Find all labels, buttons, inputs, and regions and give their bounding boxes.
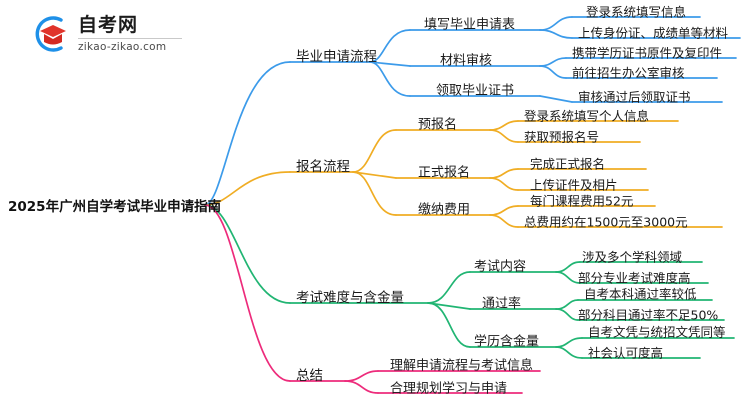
branch-node-0[interactable]: 毕业申请流程 bbox=[296, 49, 377, 65]
leaf-node-1-1-0[interactable]: 完成正式报名 bbox=[530, 156, 606, 172]
sub-node-0-2[interactable]: 领取毕业证书 bbox=[436, 83, 515, 99]
leaf-node-0-1-1[interactable]: 前往招生办公室审核 bbox=[572, 65, 685, 81]
leaf-node-2-2-1[interactable]: 社会认可度高 bbox=[588, 345, 664, 361]
sub-node-2-2[interactable]: 学历含金量 bbox=[474, 334, 540, 350]
sub-node-1-1[interactable]: 正式报名 bbox=[418, 165, 471, 181]
branch-node-2[interactable]: 考试难度与含金量 bbox=[296, 290, 404, 306]
root-node[interactable]: 2025年广州自学考试毕业申请指南 bbox=[8, 199, 222, 215]
site-logo: 自考网 zikao-zikao.com bbox=[28, 12, 182, 56]
leaf-node-0-0-0[interactable]: 登录系统填写信息 bbox=[586, 4, 687, 20]
leaf-node-1-0-1[interactable]: 获取预报名号 bbox=[524, 129, 600, 145]
leaf-node-2-1-0[interactable]: 自考本科通过率较低 bbox=[584, 286, 697, 302]
leaf-node-2-2-0[interactable]: 自考文凭与统招文凭同等 bbox=[588, 324, 726, 340]
leaf-node-0-2-0[interactable]: 审核通过后领取证书 bbox=[578, 89, 691, 105]
leaf-node-1-2-1[interactable]: 总费用约在1500元至3000元 bbox=[524, 214, 688, 230]
leaf-node-0-0-1[interactable]: 上传身份证、成绩单等材料 bbox=[578, 25, 729, 41]
leaf-node-1-1-1[interactable]: 上传证件及相片 bbox=[530, 177, 618, 193]
sub-node-2-0[interactable]: 考试内容 bbox=[474, 259, 527, 275]
logo-text-block: 自考网 zikao-zikao.com bbox=[78, 13, 182, 53]
sub-node-1-0[interactable]: 预报名 bbox=[418, 117, 458, 133]
sub-node-3-1[interactable]: 合理规划学习与申请 bbox=[390, 381, 508, 397]
leaf-node-1-2-0[interactable]: 每门课程费用52元 bbox=[530, 193, 634, 209]
leaf-node-2-1-1[interactable]: 部分科目通过率不足50% bbox=[578, 307, 719, 323]
sub-node-2-1[interactable]: 通过率 bbox=[482, 296, 522, 312]
logo-title: 自考网 bbox=[78, 13, 139, 36]
sub-node-0-0[interactable]: 填写毕业申请表 bbox=[424, 17, 516, 33]
leaf-node-2-0-1[interactable]: 部分专业考试难度高 bbox=[578, 270, 691, 286]
sub-node-3-0[interactable]: 理解申请流程与考试信息 bbox=[390, 358, 534, 374]
sub-node-0-1[interactable]: 材料审核 bbox=[440, 53, 493, 69]
sub-node-1-2[interactable]: 缴纳费用 bbox=[418, 202, 471, 218]
branch-node-3[interactable]: 总结 bbox=[296, 368, 323, 384]
leaf-node-2-0-0[interactable]: 涉及多个学科领域 bbox=[582, 249, 683, 265]
branch-node-1[interactable]: 报名流程 bbox=[296, 159, 350, 175]
logo-subtitle: zikao-zikao.com bbox=[78, 38, 182, 53]
leaf-node-1-0-0[interactable]: 登录系统填写个人信息 bbox=[524, 108, 650, 124]
logo-svg bbox=[35, 16, 66, 52]
graduation-cap-icon bbox=[28, 12, 72, 56]
leaf-node-0-1-0[interactable]: 携带学历证书原件及复印件 bbox=[572, 45, 723, 61]
